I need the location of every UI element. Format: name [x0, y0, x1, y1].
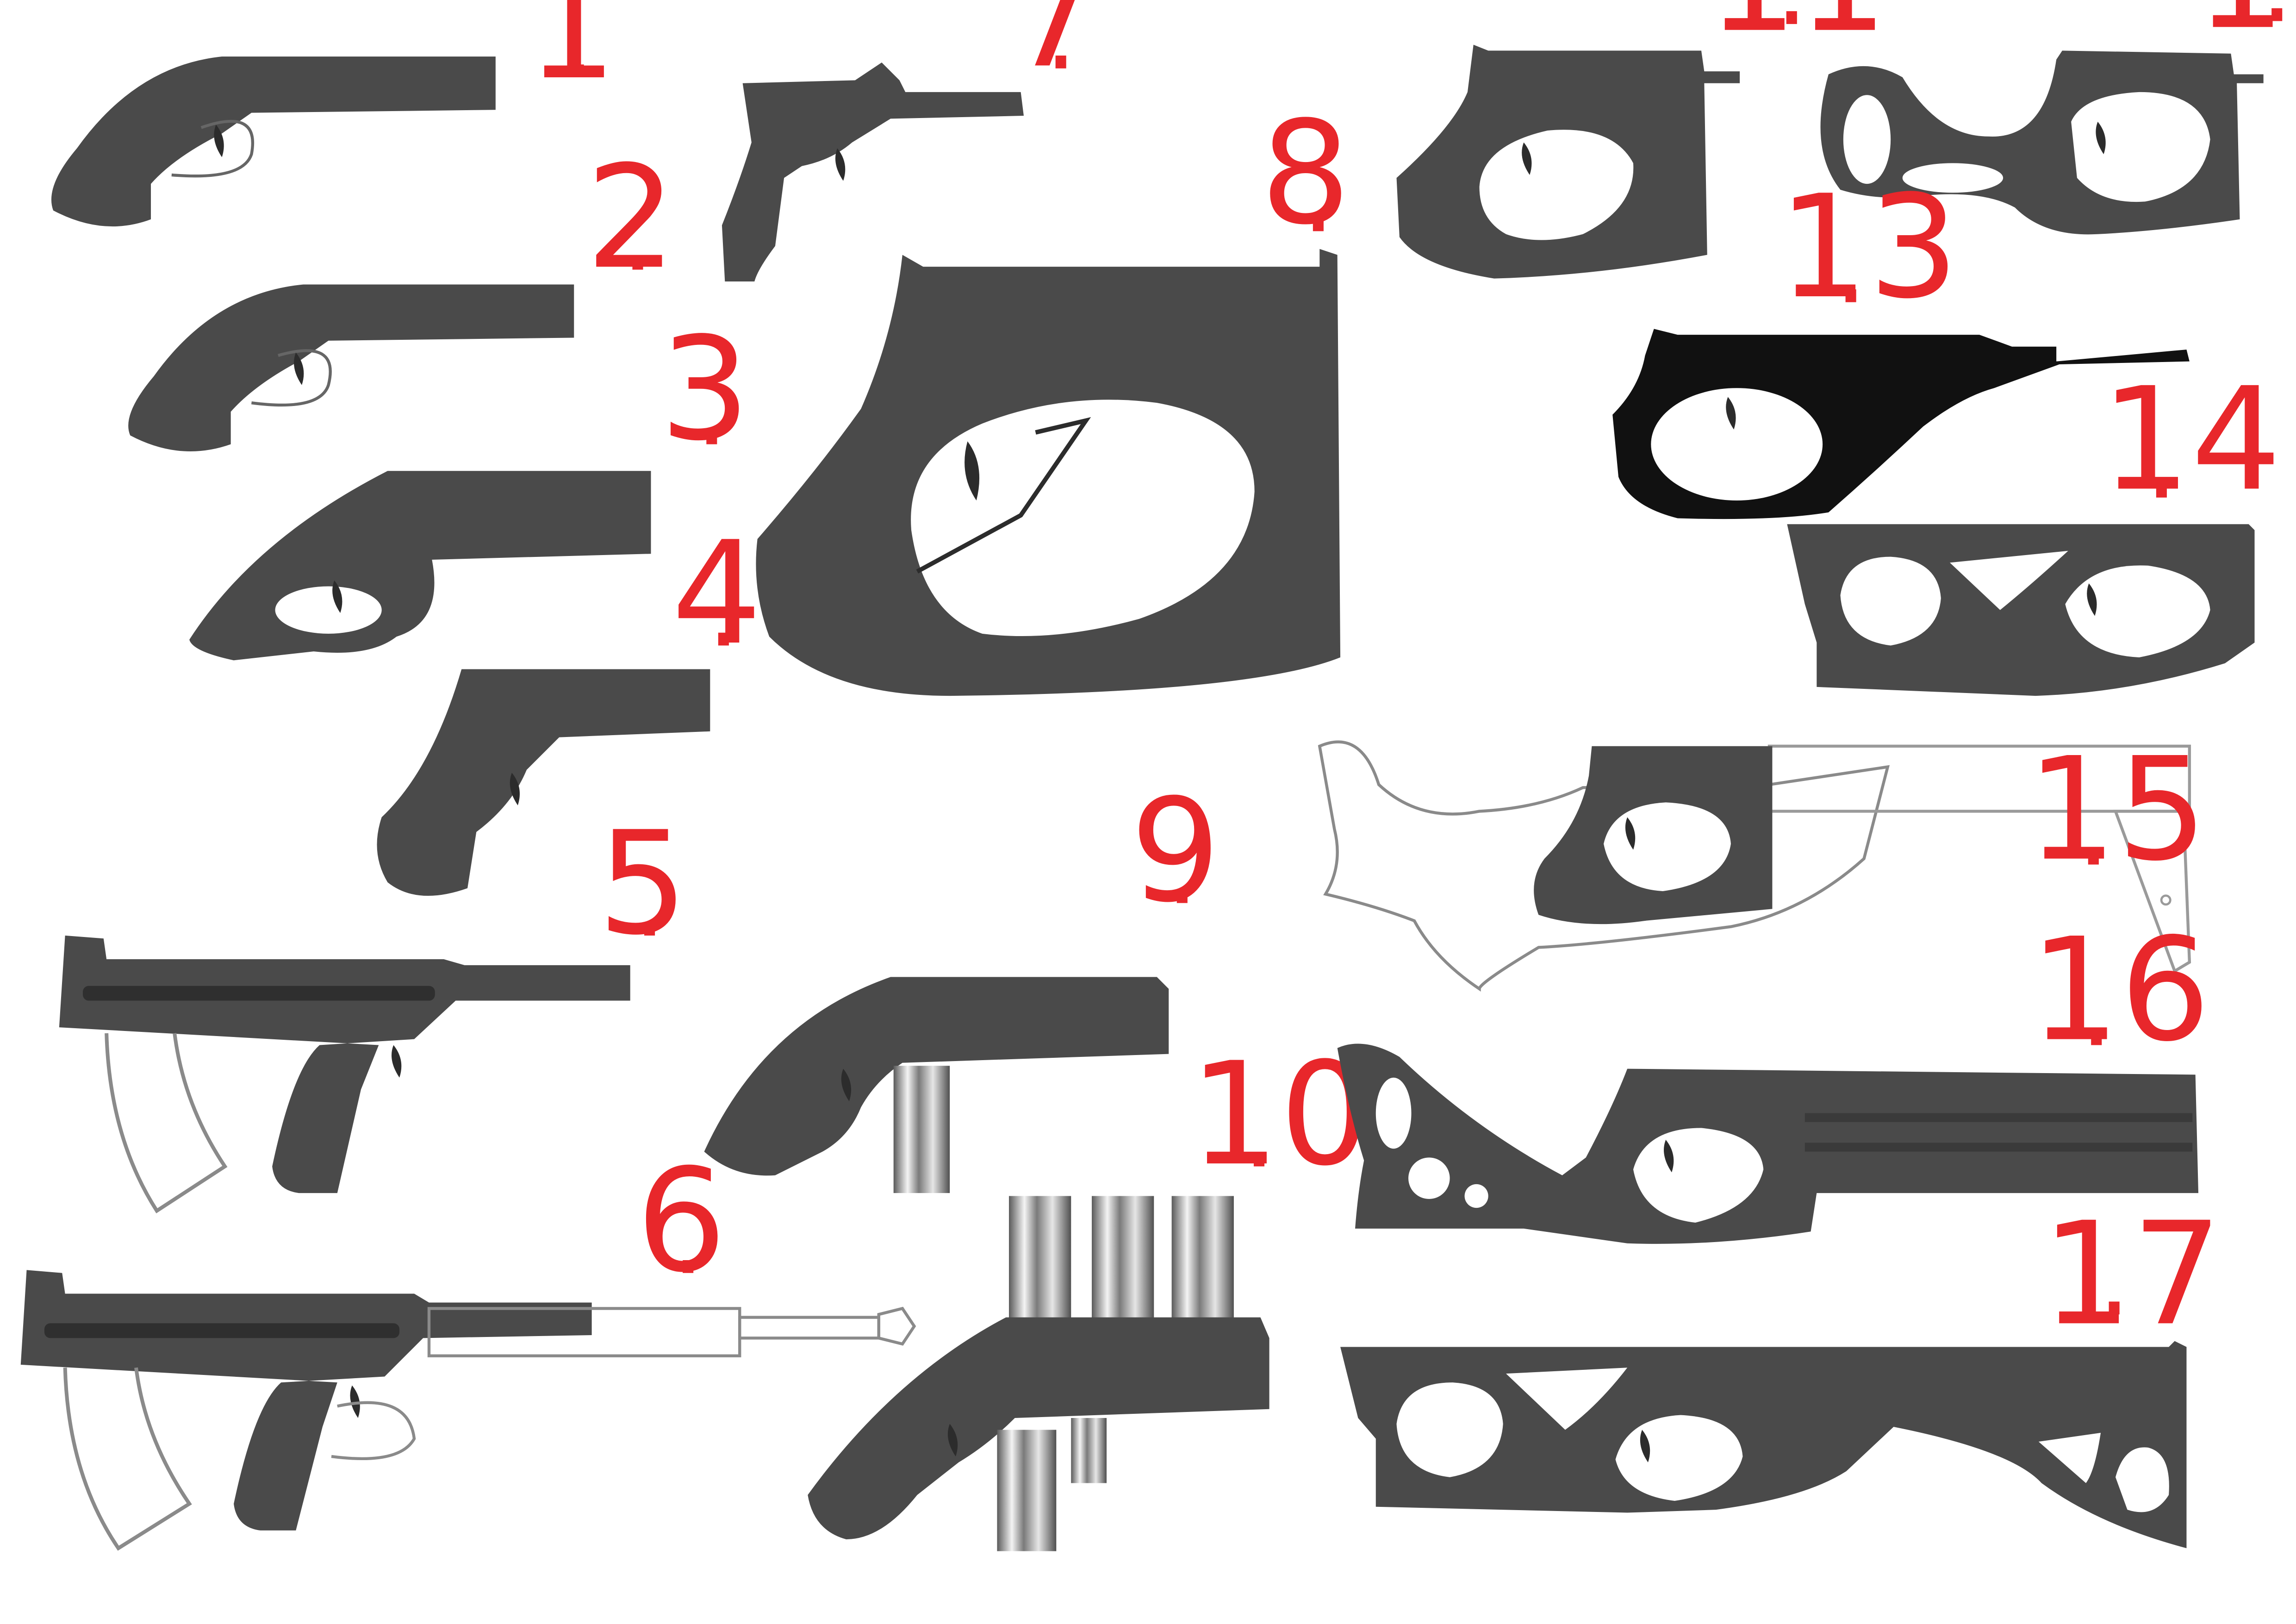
sketch-2: 2 . [128, 135, 676, 452]
label-14: 14 [2101, 357, 2281, 523]
label-16: 16 [2030, 908, 2210, 1073]
svg-text:.: . [695, 348, 728, 469]
sketch-1: 1 . [51, 0, 617, 227]
sketch-16: 16 . [1337, 908, 2210, 1244]
label-9: 9 [1130, 768, 1220, 934]
label-5: 5 [597, 801, 688, 967]
sketch-8: 8 . [756, 91, 1351, 696]
sketch-10: 10 . [808, 1032, 1370, 1551]
label-6: 6 [636, 1138, 727, 1304]
svg-text:.: . [1775, 0, 1808, 49]
svg-text:.: . [2098, 1218, 2131, 1339]
sketch-5: 5 . [59, 801, 688, 1214]
svg-text:.: . [1302, 135, 1335, 256]
label-12: 12 [2196, 0, 2296, 61]
svg-text:.: . [1835, 206, 1867, 327]
label-15: 15 [2027, 727, 2207, 893]
sketch-3: 3 . [189, 307, 750, 661]
label-4: 4 [672, 511, 762, 676]
svg-text:.: . [2077, 768, 2110, 889]
svg-text:.: . [2080, 949, 2113, 1069]
svg-text:.: . [2145, 401, 2178, 522]
label-8: 8 [1260, 91, 1350, 256]
sketch-9: 9 . [704, 768, 1220, 1193]
sketch-13: 13 . [1612, 165, 2190, 519]
label-17: 17 [2041, 1192, 2222, 1357]
label-7: 7 [1009, 0, 1099, 99]
sketch-17: 17 . [1340, 1192, 2222, 1549]
sketch-15: 15 . [1318, 727, 2208, 992]
svg-text:.: . [562, 0, 595, 102]
sketch-4: 4 . [377, 511, 762, 896]
svg-text:.: . [1243, 1070, 1276, 1191]
sketch-6: 6 . [20, 1138, 916, 1551]
svg-text:.: . [1166, 807, 1199, 928]
sketch-7: 7 . [722, 0, 1099, 282]
sketch-12: 12 . [1820, 0, 2296, 235]
sketch-14: 14 . [1787, 357, 2282, 696]
label-1: 1 [527, 0, 617, 111]
sketch-11: 11 . [1396, 0, 1888, 279]
svg-text:.: . [1045, 0, 1077, 93]
svg-text:.: . [707, 549, 740, 670]
svg-text:.: . [633, 839, 666, 960]
svg-text:.: . [672, 1177, 704, 1298]
label-13: 13 [1778, 165, 1959, 330]
label-11: 11 [1707, 0, 1888, 64]
svg-text:.: . [622, 173, 654, 294]
label-3: 3 [660, 307, 750, 472]
svg-text:.: . [2260, 0, 2293, 45]
label-2: 2 [586, 135, 676, 300]
